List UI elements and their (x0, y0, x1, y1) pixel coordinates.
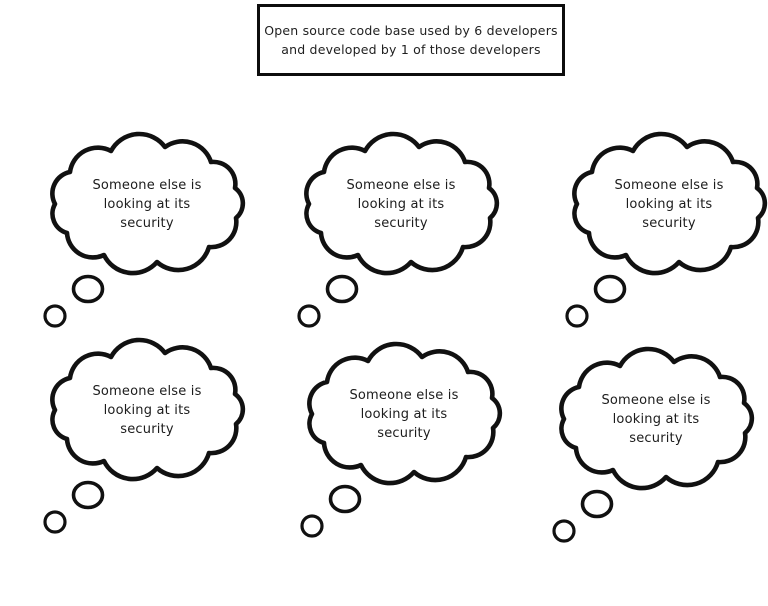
thought-cloud-graphic (43, 337, 246, 534)
bubble-text: Someone else is looking at its security (314, 386, 494, 443)
tail-dot-large (593, 274, 627, 304)
thought-bubble-1: Someone else is looking at its security (41, 116, 266, 331)
bubble-text-line-2: looking at its (357, 197, 445, 212)
tail-dot-large (580, 489, 614, 519)
bubble-text: Someone else is looking at its security (311, 176, 491, 233)
bubble-text-line-1: Someone else is (349, 388, 459, 403)
tail-dot-small (43, 304, 67, 328)
bubble-text: Someone else is looking at its security (57, 382, 237, 439)
thought-bubble-3: Someone else is looking at its security (563, 116, 768, 331)
bubble-text: Someone else is looking at its security (57, 176, 237, 233)
cloud-outline (572, 131, 768, 276)
tail-dot-large (71, 480, 105, 510)
cloud-outline (50, 337, 246, 482)
bubble-text-line-1: Someone else is (601, 393, 711, 408)
bubble-text-line-3: security (120, 422, 174, 437)
cloud-outline (50, 131, 246, 276)
bubble-text-line-2: looking at its (360, 407, 448, 422)
bubble-text-line-3: security (374, 216, 428, 231)
thought-cloud-graphic (300, 341, 503, 538)
bubble-text-line-3: security (120, 216, 174, 231)
cloud-outline (559, 346, 755, 491)
thought-bubble-6: Someone else is looking at its security (550, 331, 768, 546)
tail-dot-small (565, 304, 589, 328)
title-line-1: Open source code base used by 6 develope… (264, 23, 558, 38)
bubble-text: Someone else is looking at its security (579, 176, 759, 233)
thought-cloud-graphic (552, 346, 755, 543)
thought-bubble-2: Someone else is looking at its security (295, 116, 520, 331)
thought-cloud-graphic (565, 131, 768, 328)
bubble-text-line-2: looking at its (612, 412, 700, 427)
cloud-outline (304, 131, 500, 276)
thought-bubble-5: Someone else is looking at its security (298, 326, 523, 541)
bubble-text: Someone else is looking at its security (566, 391, 746, 448)
title-box: Open source code base used by 6 develope… (257, 4, 565, 76)
thought-bubble-4: Someone else is looking at its security (41, 322, 266, 537)
tail-dot-large (71, 274, 105, 304)
bubble-text-line-1: Someone else is (346, 178, 456, 193)
tail-dot-small (300, 514, 324, 538)
bubble-text-line-3: security (642, 216, 696, 231)
bubble-text-line-2: looking at its (103, 403, 191, 418)
thought-cloud-graphic (43, 131, 246, 328)
bubble-text-line-2: looking at its (625, 197, 713, 212)
bubble-text-line-2: looking at its (103, 197, 191, 212)
bubble-text-line-1: Someone else is (614, 178, 724, 193)
tail-dot-large (328, 484, 362, 514)
tail-dot-small (552, 519, 576, 543)
tail-dot-small (297, 304, 321, 328)
thought-cloud-graphic (297, 131, 500, 328)
bubble-text-line-1: Someone else is (92, 384, 202, 399)
title-line-2: and developed by 1 of those developers (281, 42, 541, 57)
bubble-text-line-1: Someone else is (92, 178, 202, 193)
cloud-outline (307, 341, 503, 486)
tail-dot-large (325, 274, 359, 304)
bubble-text-line-3: security (377, 426, 431, 441)
bubble-text-line-3: security (629, 431, 683, 446)
tail-dot-small (43, 510, 67, 534)
